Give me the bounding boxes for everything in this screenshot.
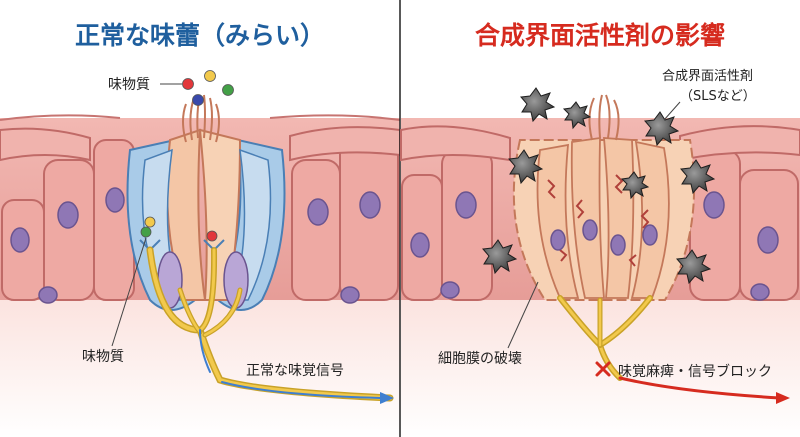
right-panel: 合成界面活性剤の影響 合成界面活性剤 （SLSなど） 細胞膜の破壊 味覚麻痺・信…: [400, 21, 800, 437]
left-title: 正常な味蕾（みらい）: [75, 21, 325, 50]
label-normal-signal: 正常な味覚信号: [246, 363, 344, 379]
label-surfactant-line1: 合成界面活性剤: [662, 68, 753, 84]
taste-bud-damaged: [512, 94, 696, 301]
signal-arrow-icon: [380, 392, 394, 404]
block-x-icon: [595, 361, 611, 377]
tissue-base-left: [0, 300, 400, 437]
surfactant-molecule-icon: [482, 87, 716, 285]
nerve-fibers-blocked: [557, 295, 782, 400]
label-tastant-bottom: 味物質: [82, 349, 124, 365]
taste-bud-normal: [126, 94, 286, 311]
label-surfactant-line2: （SLSなど）: [680, 89, 756, 104]
nerve-fibers-normal: [146, 246, 394, 402]
surfactant-leaders: [663, 101, 681, 121]
nuclei-right: [410, 191, 779, 301]
tastant-molecule-icon: [140, 70, 234, 242]
right-title: 合成界面活性剤の影響: [475, 21, 725, 50]
leader-line: [507, 281, 539, 349]
leader-line: [111, 237, 147, 347]
left-panel: 正常な味蕾（みらい） 味物質 味物質 正常な味覚信号: [0, 21, 401, 437]
label-tastant-top: 味物質: [108, 77, 150, 93]
nuclei-left: [10, 187, 381, 304]
epithelial-cells-left: [0, 126, 401, 301]
block-arrow-head: [776, 392, 790, 404]
label-membrane-damage: 細胞膜の破壊: [438, 351, 522, 367]
label-signal-block: 味覚麻痺・信号ブロック: [618, 363, 772, 380]
